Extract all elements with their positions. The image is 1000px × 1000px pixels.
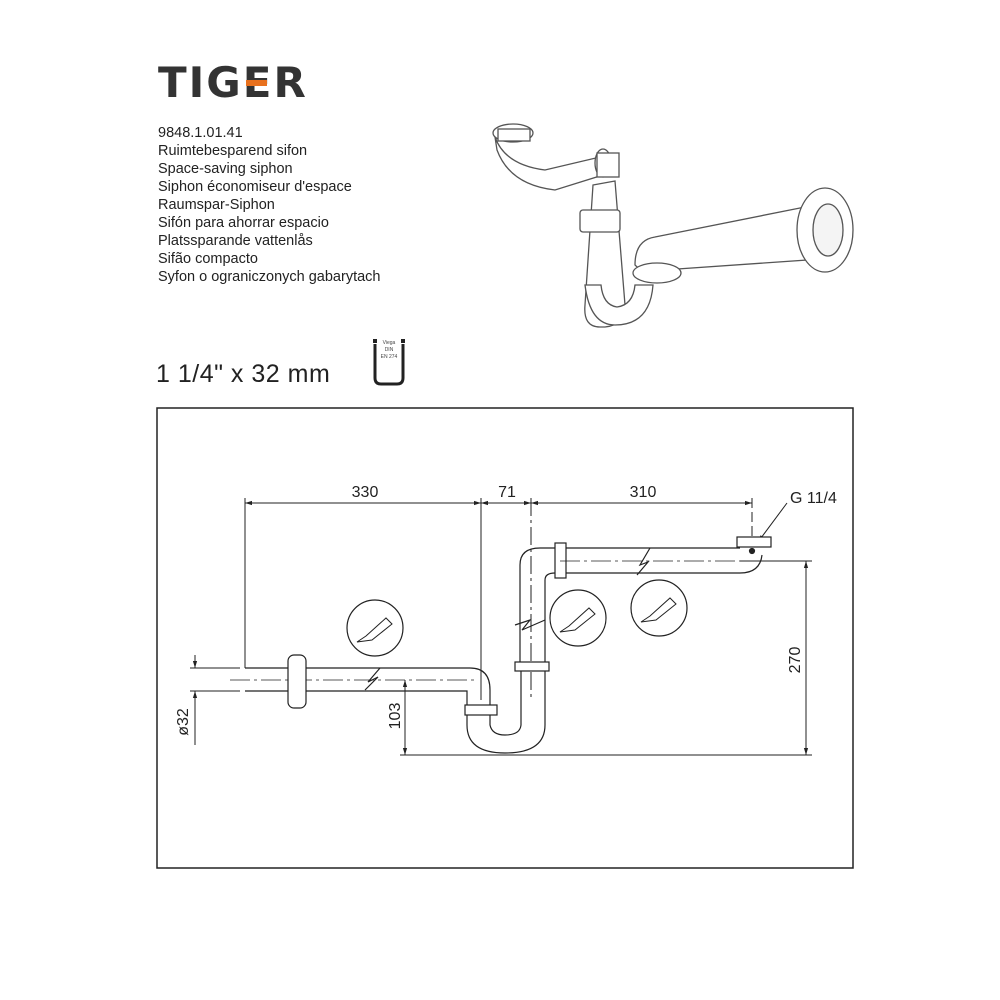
product-name-pl: Syfon o ograniczonych gabarytach	[158, 269, 381, 285]
badge-line2: DIN	[385, 347, 394, 353]
product-name-de: Raumspar-Siphon	[158, 197, 275, 213]
dimension-270: 270	[787, 647, 804, 674]
article-number: 9848.1.01.41	[158, 125, 243, 141]
dimension-lines	[190, 498, 812, 756]
din-certification-badge: Viega DIN EN 274	[373, 339, 405, 386]
trowel-icons	[346, 579, 688, 657]
siphon-product-illustration	[492, 123, 854, 328]
drawing-frame	[156, 407, 854, 869]
product-name-fr: Siphon économiseur d'espace	[158, 179, 352, 195]
logo-e: E	[242, 58, 274, 107]
logo-text-2: R	[273, 58, 308, 107]
product-name-en: Space-saving siphon	[158, 161, 293, 177]
badge-line1: Viega	[383, 340, 396, 346]
badge-line3: EN 274	[381, 354, 398, 360]
trowel-icon	[346, 599, 404, 657]
dimension-310: 310	[630, 484, 657, 501]
trowel-icon	[549, 589, 607, 647]
product-name-pt: Sifão compacto	[158, 251, 258, 267]
dimension-103: 103	[387, 703, 404, 730]
siphon-section	[230, 536, 772, 754]
thread-label: G 11/4	[790, 490, 837, 507]
product-description: 9848.1.01.41 Ruimtebesparend sifon Space…	[158, 124, 380, 286]
tiger-logo: TIGER	[158, 58, 308, 107]
product-size: 1 1/4" x 32 mm	[156, 360, 331, 388]
product-name-nl: Ruimtebesparend sifon	[158, 143, 308, 159]
trowel-icon	[630, 579, 688, 637]
logo-text-1: TIG	[158, 58, 243, 107]
dimension-diameter: ø32	[175, 708, 192, 736]
dimension-330: 330	[352, 484, 379, 501]
dimension-71: 71	[498, 484, 516, 501]
product-name-sv: Platssparande vattenlås	[158, 233, 313, 249]
product-name-es: Sifón para ahorrar espacio	[158, 215, 329, 231]
